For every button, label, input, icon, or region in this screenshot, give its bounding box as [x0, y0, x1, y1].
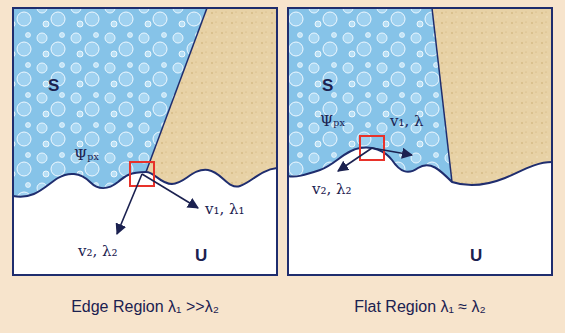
region-letter: U: [470, 246, 482, 266]
eigen-label: v₂, λ₂: [312, 180, 352, 198]
eigen-label: v₁, λ₁: [205, 200, 245, 218]
region-letter: S: [48, 76, 59, 96]
patch-symbol: Ψₚₓ: [74, 146, 100, 164]
region-letter: U: [195, 246, 207, 266]
panel-caption: Edge Region λ₁ >>λ₂: [71, 297, 219, 316]
panel-caption: Flat Region λ₁ ≈ λ₂: [354, 297, 486, 316]
eigen-label: v₂, λ₂: [78, 242, 118, 260]
eigen-label: v₁, λ: [390, 112, 424, 130]
region-letter: S: [322, 76, 333, 96]
patch-symbol: Ψₚₓ: [320, 112, 346, 130]
